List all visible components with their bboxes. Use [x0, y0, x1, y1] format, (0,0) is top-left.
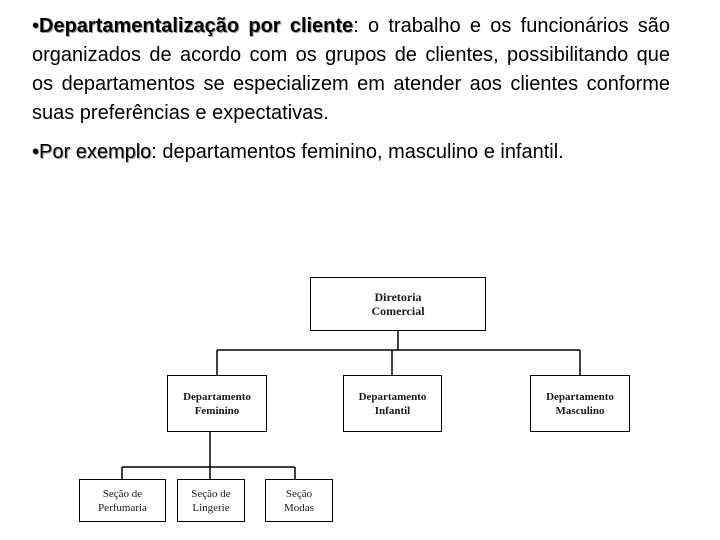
bullet-marker: • [32, 141, 40, 163]
box-label-line1: Departamento [546, 390, 614, 403]
box-label-line2: Comercial [371, 304, 425, 318]
term-departamentalizacao-por-cliente: Departamentalização por cliente [39, 15, 354, 37]
box-label-line1: Seção de [102, 487, 143, 500]
slide-text: •Departamentalização por cliente: o trab… [32, 12, 670, 167]
box-departamento-feminino: Departamento Feminino [167, 375, 267, 432]
box-label-line1: Seção de [191, 487, 231, 500]
box-label-line1: Diretoria [374, 290, 422, 304]
paragraph-example: •Por exemplo: departamentos feminino, ma… [32, 138, 670, 167]
box-label-line1: Departamento [358, 390, 427, 403]
box-secao-modas: Seção Modas [265, 479, 333, 522]
box-label-line2: Lingerie [192, 501, 230, 514]
box-label-line2: Masculino [555, 404, 605, 417]
box-departamento-masculino: Departamento Masculino [530, 375, 630, 432]
box-label-line2: Infantil [374, 404, 411, 417]
box-departamento-infantil: Departamento Infantil [343, 375, 442, 432]
box-secao-lingerie: Seção de Lingerie [177, 479, 245, 522]
bullet-marker: • [32, 15, 40, 37]
definition-text: : o trabalho e os funcionários são organ… [32, 15, 670, 124]
box-label-line1: Departamento [183, 390, 251, 403]
box-label-line2: Modas [284, 501, 314, 514]
box-label-line2: Feminino [194, 404, 240, 417]
box-label-line1: Seção [285, 487, 313, 500]
box-diretoria-comercial: Diretoria Comercial [310, 277, 486, 331]
box-label-line2: Perfumaria [98, 501, 147, 514]
term-por-exemplo: Por exemplo [39, 141, 152, 163]
box-secao-perfumaria: Seção de Perfumaria [79, 479, 166, 522]
example-text: : departamentos feminino, masculino e in… [151, 141, 564, 163]
paragraph-definition: •Departamentalização por cliente: o trab… [32, 12, 670, 128]
